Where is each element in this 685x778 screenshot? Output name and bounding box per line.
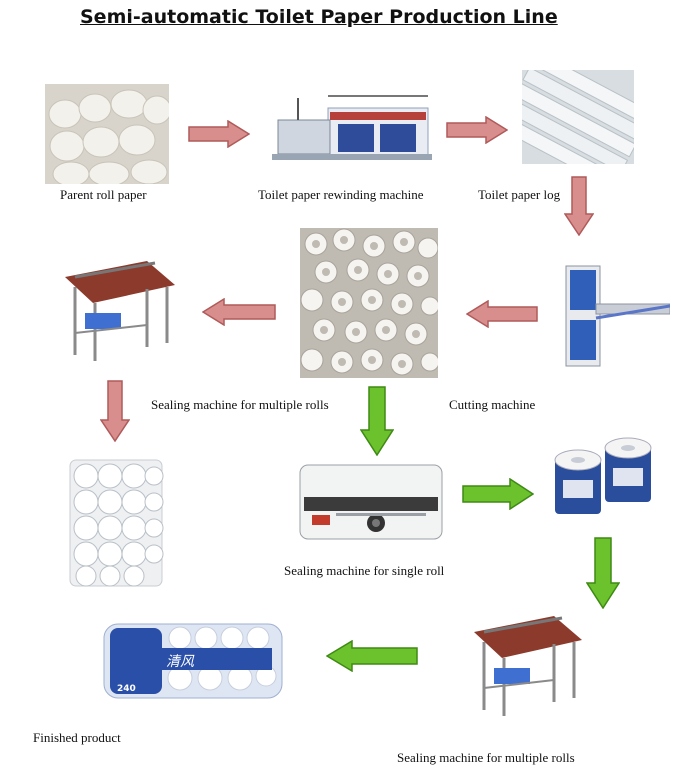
arrow-right-1 xyxy=(188,120,250,148)
sealing-machine-multi-image-1 xyxy=(55,255,177,365)
sealing-machine-single-image xyxy=(296,461,446,543)
parent-roll-label: Parent roll paper xyxy=(60,187,147,202)
sealing-multi-label-2: Sealing machine for multiple rolls xyxy=(397,750,575,765)
paper-log-image xyxy=(522,70,634,164)
arrow-down-green-2 xyxy=(586,537,620,609)
sealing-single-label: Sealing machine for single roll xyxy=(284,563,445,578)
arrow-down-green-1 xyxy=(360,386,394,456)
finished-product-label: Finished product xyxy=(33,730,121,745)
rewinding-machine-label: Toilet paper rewinding machine xyxy=(258,187,424,202)
arrow-left-1 xyxy=(466,300,538,328)
arrow-left-green-1 xyxy=(326,640,418,672)
sealing-machine-multi-image-2 xyxy=(466,612,584,720)
finished-product-image xyxy=(100,618,286,702)
parent-roll-image xyxy=(45,84,169,184)
cutting-machine-label: Cutting machine xyxy=(449,397,536,412)
paper-log-label: Toilet paper log xyxy=(478,187,561,202)
arrow-left-2 xyxy=(202,298,276,326)
single-rolls-image xyxy=(545,420,661,520)
cutting-machine-image xyxy=(558,260,670,370)
arrow-down-1 xyxy=(564,176,594,236)
page-title: Semi-automatic Toilet Paper Production L… xyxy=(80,6,558,28)
arrow-down-2 xyxy=(100,380,130,442)
rewinding-machine-image xyxy=(268,90,438,170)
product-count-text: 240 xyxy=(117,684,136,694)
arrow-right-green-1 xyxy=(462,478,534,510)
arrow-right-2 xyxy=(446,116,508,144)
product-brand-text: 清风 xyxy=(166,654,194,670)
cut-rolls-image xyxy=(300,228,438,378)
roll-stack-image xyxy=(68,458,164,588)
sealing-multi-label-1: Sealing machine for multiple rolls xyxy=(151,397,329,412)
